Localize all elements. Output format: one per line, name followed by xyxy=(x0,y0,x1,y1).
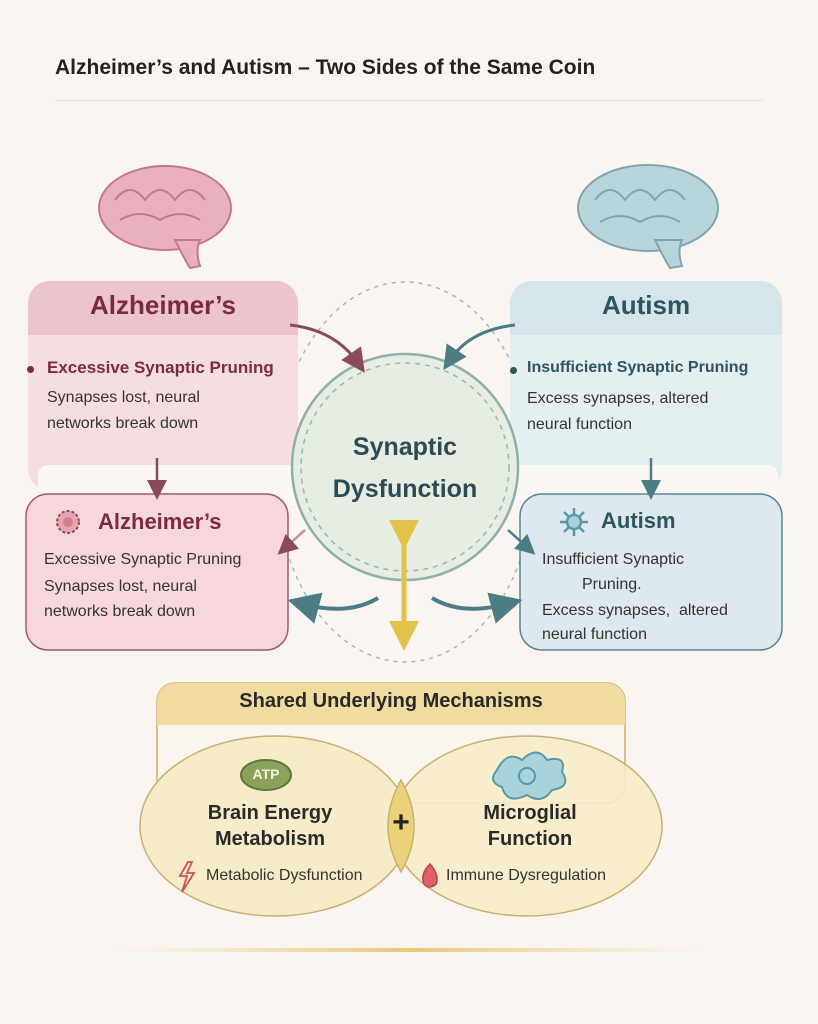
center-line-1: Synaptic xyxy=(352,433,458,461)
page-title: Alzheimer’s and Autism – Two Sides of th… xyxy=(55,56,596,79)
atp-molecule-icon xyxy=(240,759,292,791)
neuron-icon xyxy=(560,508,588,536)
microglial-line-2: Function xyxy=(487,828,573,850)
alzheimers-bottom-desc-1: Synapses lost, neural xyxy=(44,578,197,595)
autism-bottom-heading: Autism xyxy=(601,508,676,533)
alzheimers-bottom-point: Excessive Synaptic Pruning xyxy=(44,551,242,568)
autism-brain-icon xyxy=(577,164,719,270)
autism-heading: Autism xyxy=(601,290,691,320)
alzheimers-desc-1: Synapses lost, neural xyxy=(47,389,200,406)
autism-bottom-desc-1: Excess synapses, altered xyxy=(542,602,728,619)
alzheimers-brain-icon xyxy=(98,165,232,270)
autism-desc-1: Excess synapses, altered xyxy=(527,390,709,407)
autism-bottom-desc-2: neural function xyxy=(542,626,647,643)
immune-dysregulation-label: Immune Dysregulation xyxy=(446,867,607,884)
brain-energy-title: Brain Energy Metabolism xyxy=(170,800,370,852)
autism-bottom-point-1: Insufficient Synaptic xyxy=(542,551,685,568)
microglial-line-1: Microglial xyxy=(483,802,577,824)
shared-heading: Shared Underlying Mechanisms xyxy=(239,690,543,712)
alzheimers-desc-2: networks break down xyxy=(47,415,199,432)
autism-desc-2: neural function xyxy=(527,416,632,433)
brain-energy-line-2: Metabolism xyxy=(214,828,326,850)
bullet-dot xyxy=(510,367,517,374)
center-label: Synaptic Dysfunction xyxy=(300,426,510,510)
alzheimers-point: Excessive Synaptic Pruning xyxy=(47,358,274,377)
autism-point: Insufficient Synaptic Pruning xyxy=(527,359,749,376)
autism-bottom-point-2: Pruning. xyxy=(582,576,642,593)
lightning-icon xyxy=(178,861,196,893)
atp-badge: ATP xyxy=(252,766,280,782)
bullet-dot xyxy=(27,366,34,373)
title-divider xyxy=(55,100,763,101)
amyloid-plaque-icon xyxy=(56,510,80,534)
flame-icon xyxy=(422,862,438,888)
plus-sign: + xyxy=(392,806,410,839)
center-line-2: Dysfunction xyxy=(332,475,478,503)
brain-energy-line-1: Brain Energy xyxy=(207,802,333,824)
alzheimers-heading: Alzheimer’s xyxy=(90,290,236,320)
metabolic-dysfunction-label: Metabolic Dysfunction xyxy=(206,867,363,884)
alzheimers-bottom-desc-2: networks break down xyxy=(44,603,196,620)
microglial-title: Microglial Function xyxy=(430,800,630,852)
microglia-icon xyxy=(492,751,567,800)
alzheimers-bottom-heading: Alzheimer’s xyxy=(98,509,222,534)
